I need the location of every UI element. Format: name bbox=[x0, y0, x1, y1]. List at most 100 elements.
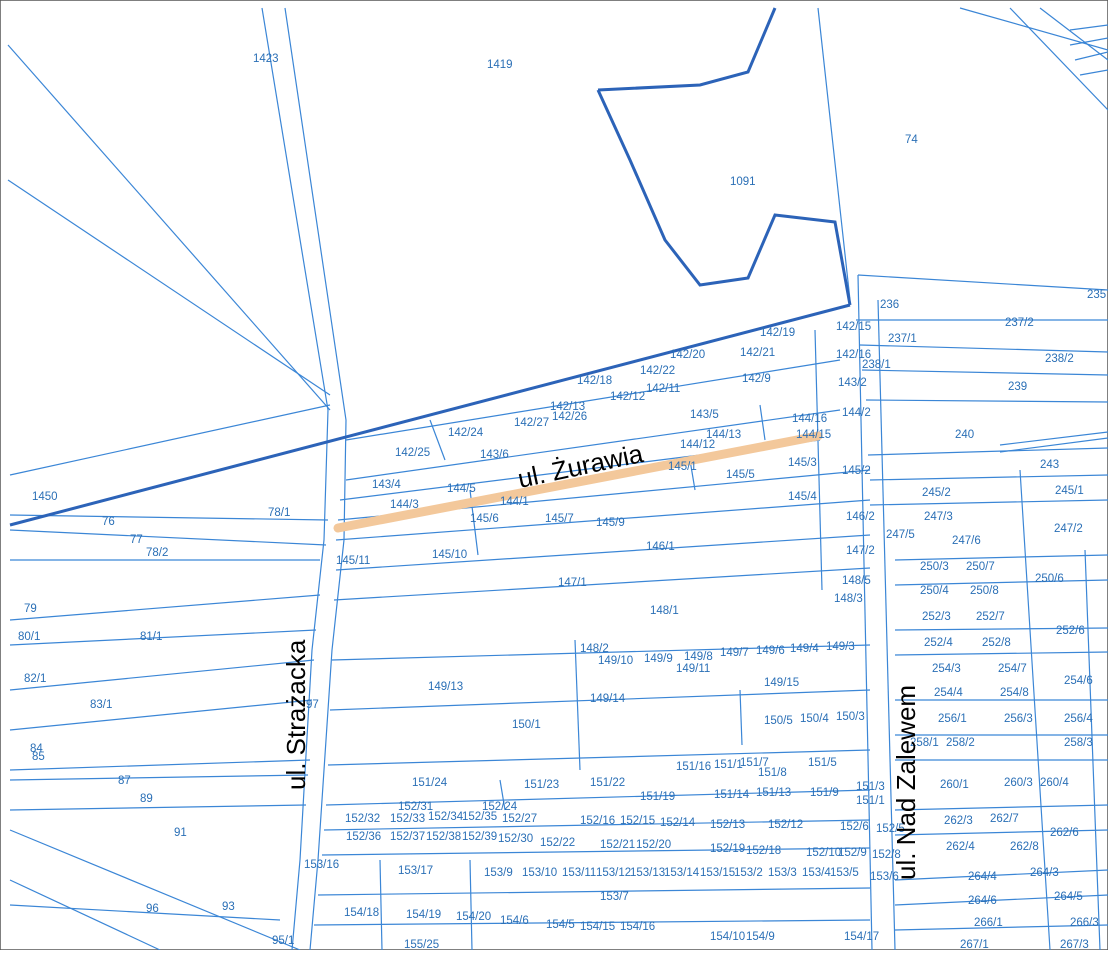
parcel-label: 154/10 bbox=[710, 931, 745, 943]
parcel-label: 149/10 bbox=[598, 655, 633, 667]
parcel-label: 145/5 bbox=[726, 469, 755, 481]
parcel-line bbox=[574, 639, 581, 771]
parcel-label: 145/6 bbox=[470, 513, 499, 525]
parcel-label: 153/11 bbox=[562, 867, 596, 879]
parcel-label: 262/8 bbox=[1010, 841, 1039, 853]
parcel-label: 154/20 bbox=[456, 911, 491, 923]
parcel-line bbox=[1069, 37, 1108, 46]
parcel-line bbox=[739, 689, 743, 746]
parcel-line bbox=[894, 627, 1108, 631]
parcel-label: 142/13 bbox=[550, 401, 585, 413]
parcel-label: 150/1 bbox=[512, 719, 541, 731]
parcel-label: 150/5 bbox=[764, 715, 793, 727]
parcel-line bbox=[9, 699, 313, 731]
parcel-label: 144/15 bbox=[796, 429, 831, 441]
parcel-label: 74 bbox=[905, 134, 918, 146]
boundary-line bbox=[9, 303, 851, 527]
parcel-line bbox=[859, 344, 1108, 353]
parcel-label: 89 bbox=[140, 793, 153, 805]
parcel-label: 152/27 bbox=[502, 813, 537, 825]
parcel-label: 148/1 bbox=[650, 605, 679, 617]
parcel-label: 152/32 bbox=[345, 813, 380, 825]
parcel-label: 252/4 bbox=[924, 637, 953, 649]
parcel-label: 144/5 bbox=[447, 483, 476, 495]
parcel-line bbox=[814, 329, 823, 591]
parcel-label: 250/8 bbox=[970, 585, 999, 597]
parcel-label: 145/4 bbox=[788, 491, 817, 503]
boundary-lines bbox=[9, 7, 852, 527]
parcel-label: 267/3 bbox=[1060, 939, 1089, 950]
parcel-label: 149/13 bbox=[428, 681, 463, 693]
parcel-label: 150/3 bbox=[836, 711, 865, 723]
parcel-line bbox=[9, 629, 317, 646]
parcel-label: 144/13 bbox=[706, 429, 741, 441]
parcel-label: 152/38 bbox=[426, 831, 461, 843]
parcel-line bbox=[9, 829, 301, 951]
parcel-label: 147/2 bbox=[846, 545, 875, 557]
parcel-label: 252/6 bbox=[1056, 625, 1085, 637]
parcel-line bbox=[345, 409, 841, 481]
parcel-label: 152/39 bbox=[462, 831, 497, 843]
parcel-label: 149/14 bbox=[590, 693, 626, 705]
parcel-label: 147/1 bbox=[558, 577, 587, 589]
parcel-label: 260/4 bbox=[1040, 777, 1069, 789]
parcel-label: 149/8 bbox=[684, 651, 713, 663]
parcel-line bbox=[325, 789, 871, 806]
parcel-line bbox=[9, 879, 161, 951]
parcel-label: 143/5 bbox=[690, 409, 719, 421]
parcel-label: 154/19 bbox=[406, 909, 441, 921]
parcel-label: 85 bbox=[32, 751, 45, 763]
parcel-label: 254/6 bbox=[1064, 675, 1093, 687]
parcel-label: 247/6 bbox=[952, 535, 981, 547]
parcel-line bbox=[759, 404, 766, 441]
parcel-label: 151/3 bbox=[856, 781, 885, 793]
parcel-label: 238/2 bbox=[1045, 353, 1074, 365]
road-edge bbox=[857, 274, 873, 951]
parcel-line bbox=[335, 499, 871, 541]
parcel-label: 154/9 bbox=[746, 931, 775, 943]
parcel-label: 91 bbox=[174, 827, 187, 839]
parcel-label: 149/9 bbox=[644, 653, 673, 665]
parcel-label: 262/6 bbox=[1050, 827, 1079, 839]
parcel-label: 149/4 bbox=[790, 643, 819, 655]
parcel-label: 142/21 bbox=[740, 347, 775, 359]
parcel-label: 145/3 bbox=[788, 457, 817, 469]
parcel-label: 151/16 bbox=[676, 761, 711, 773]
parcel-label: 252/8 bbox=[982, 637, 1011, 649]
parcel-label: 149/11 bbox=[676, 663, 710, 675]
parcel-label: 267/1 bbox=[960, 939, 989, 950]
parcel-label: 145/1 bbox=[668, 461, 697, 473]
parcel-label: 149/6 bbox=[756, 645, 785, 657]
parcel-line bbox=[7, 44, 331, 411]
parcel-label: 152/19 bbox=[710, 843, 745, 855]
zurawia-highlight bbox=[333, 431, 823, 533]
parcel-label: 144/3 bbox=[390, 499, 419, 511]
parcel-label: 82/1 bbox=[24, 673, 46, 685]
parcel-label: 142/22 bbox=[640, 365, 675, 377]
parcel-label: 142/18 bbox=[577, 375, 612, 387]
parcel-line bbox=[894, 829, 1108, 836]
parcel-label: 150/4 bbox=[800, 713, 829, 725]
parcel-line bbox=[894, 804, 1108, 811]
parcel-line bbox=[9, 659, 315, 691]
parcel-label: 152/36 bbox=[346, 831, 381, 843]
parcel-label: 252/3 bbox=[922, 611, 951, 623]
parcel-line bbox=[894, 869, 1108, 881]
parcel-label: 142/24 bbox=[448, 427, 484, 439]
parcel-line bbox=[499, 779, 506, 811]
parcel-label: 97 bbox=[306, 699, 319, 711]
parcel-line bbox=[999, 437, 1108, 453]
parcel-line bbox=[1009, 7, 1108, 111]
parcel-label: 146/2 bbox=[846, 511, 875, 523]
parcel-label: 1419 bbox=[487, 59, 513, 71]
parcel-line bbox=[429, 419, 446, 461]
parcel-label: 264/3 bbox=[1030, 867, 1059, 879]
parcel-label: 250/3 bbox=[920, 561, 949, 573]
parcel-label: 151/9 bbox=[810, 787, 839, 799]
parcel-label: 153/7 bbox=[600, 891, 629, 903]
parcel-label: 153/17 bbox=[398, 865, 433, 877]
parcel-label: 152/12 bbox=[768, 819, 803, 831]
parcel-label: 151/22 bbox=[590, 777, 625, 789]
parcel-line bbox=[9, 804, 307, 811]
